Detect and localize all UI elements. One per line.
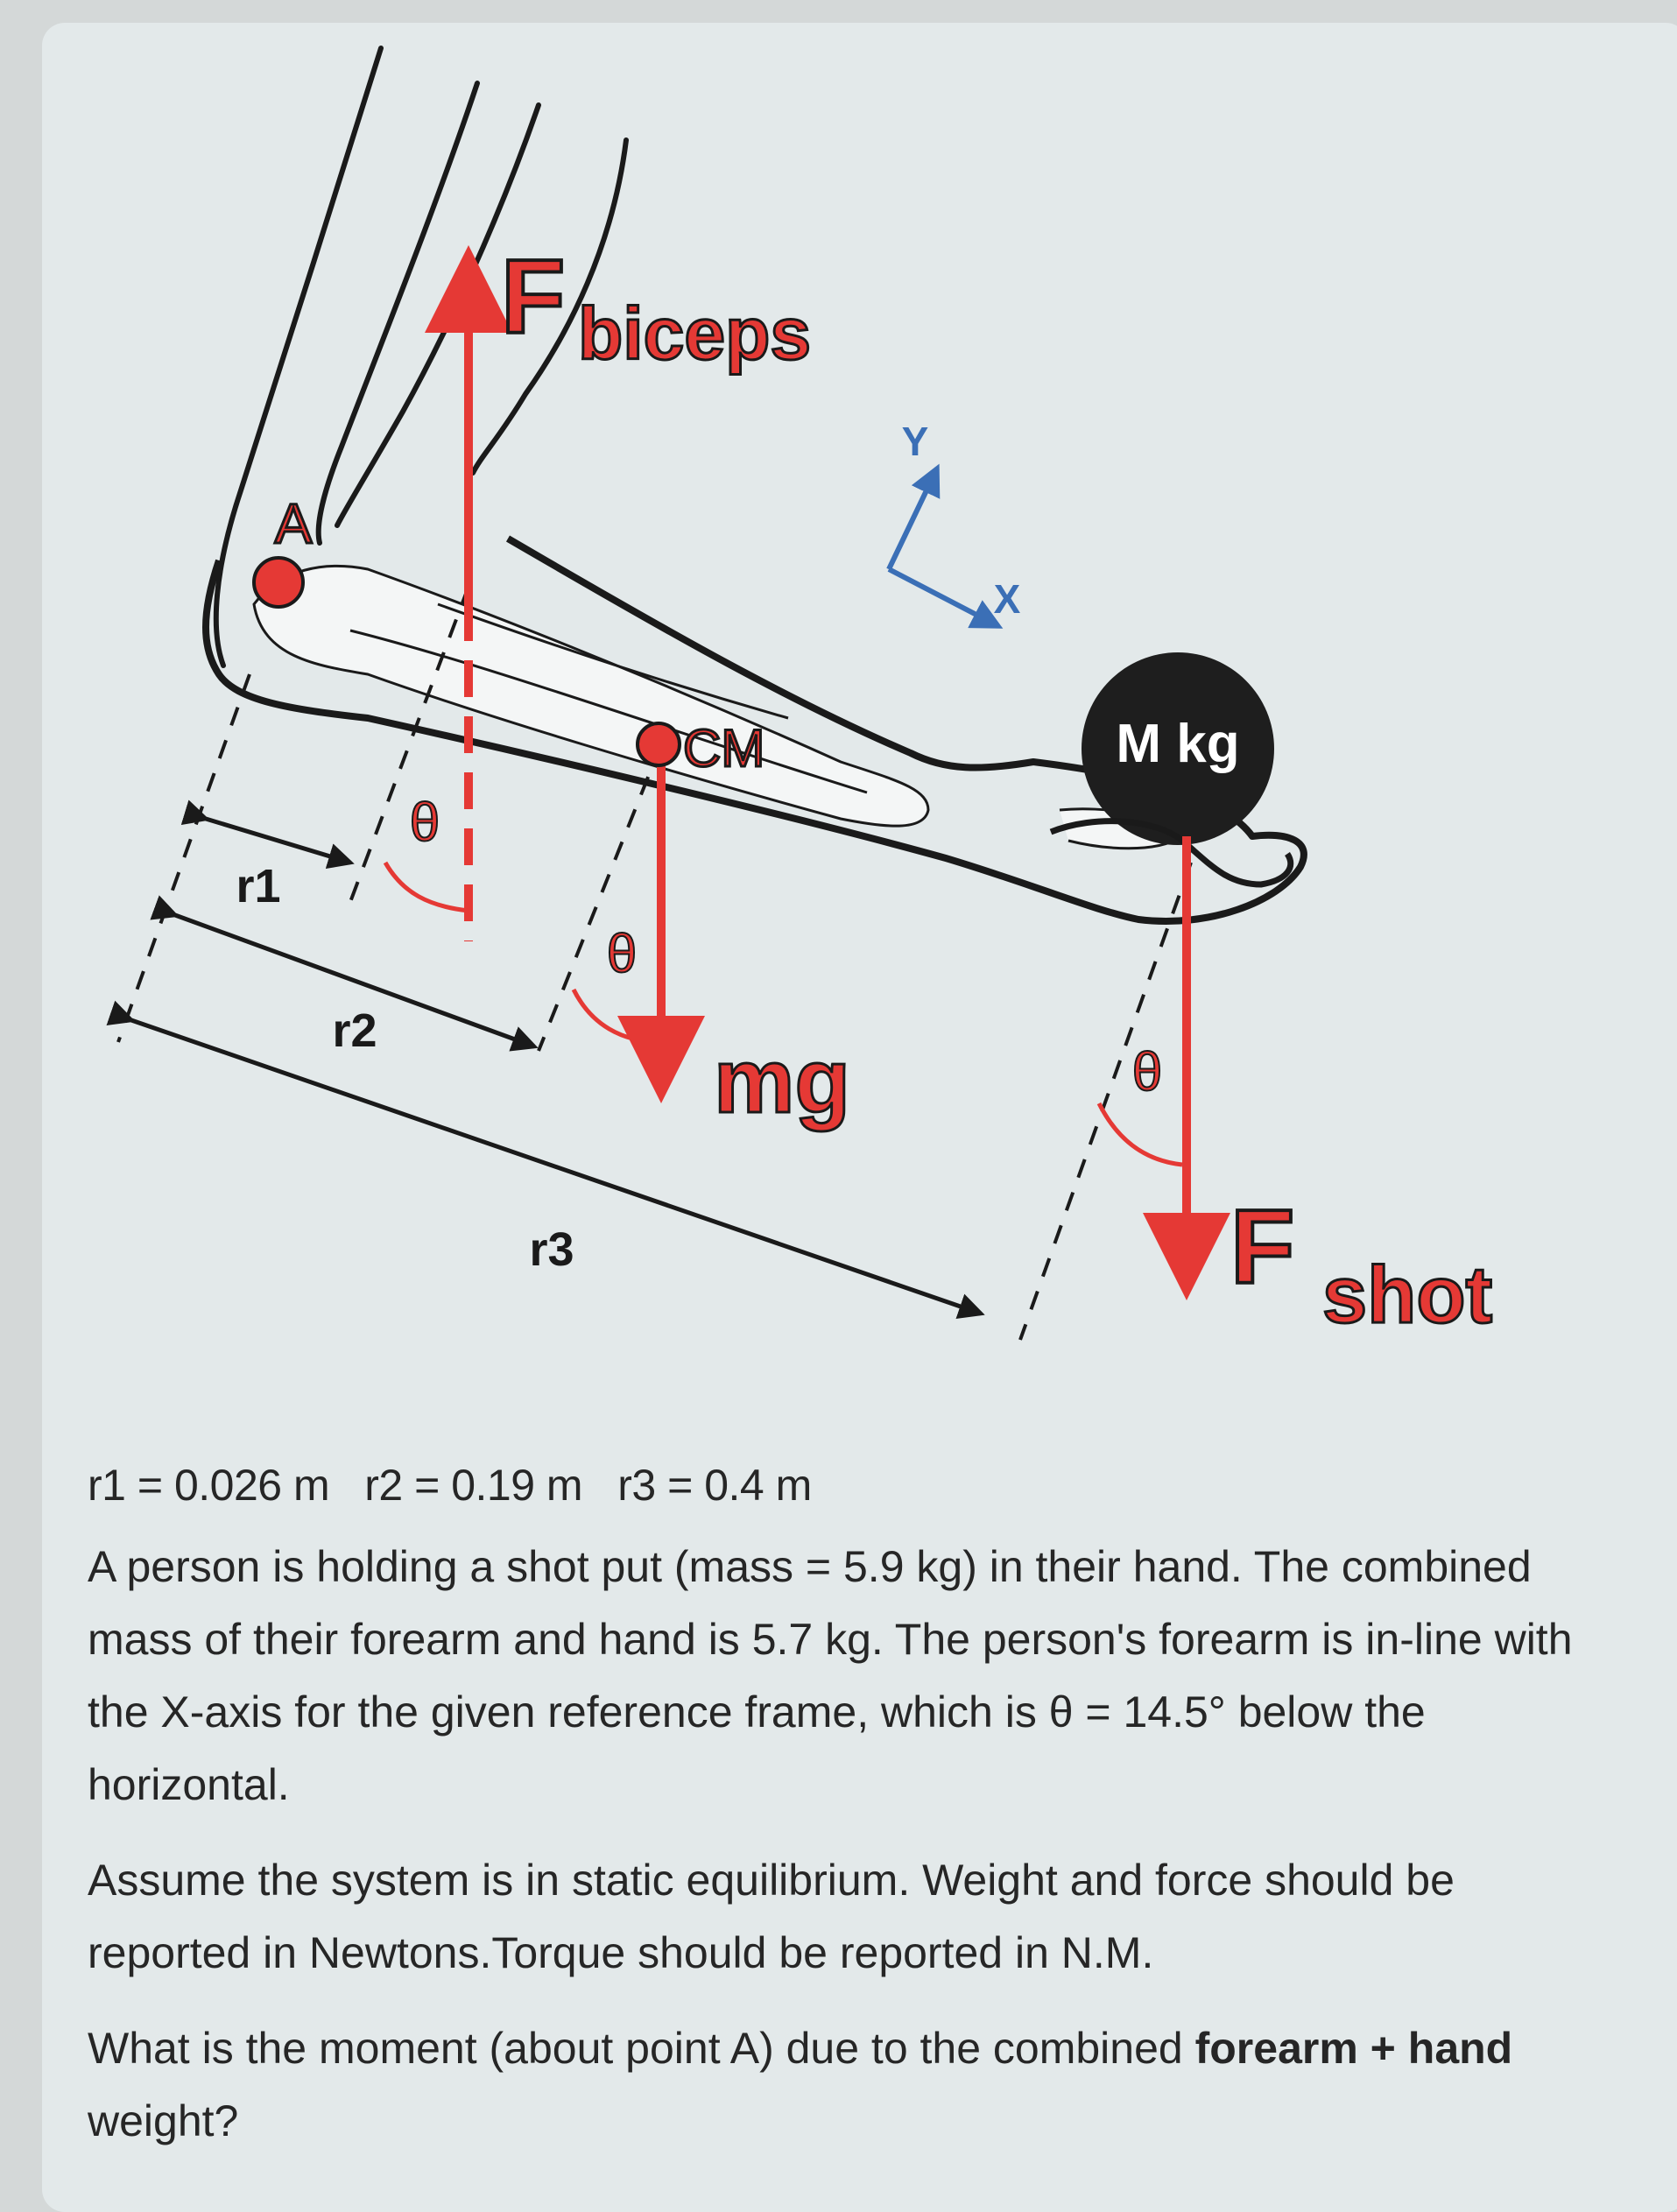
theta-label-shot: θ <box>1132 1042 1162 1102</box>
question: What is the moment (about point A) due t… <box>88 2012 1673 2158</box>
forearm-free-body-diagram: A F biceps Y X CM M kg θ θ θ r1 r2 r3 mg… <box>106 46 1494 1342</box>
r1-label: r1 <box>236 860 280 912</box>
axis-x-label: X <box>994 576 1021 622</box>
biceps-subscript: biceps <box>578 292 811 375</box>
statement-line: A person is holding a shot put (mass = 5… <box>88 1542 1532 1591</box>
axis-indicator <box>886 463 1004 629</box>
point-a-label: A <box>275 492 313 555</box>
cm-marker <box>636 722 681 767</box>
problem-statement: A person is holding a shot put (mass = 5… <box>88 1531 1673 1821</box>
perpendicular-dashed-lines <box>116 586 1193 1341</box>
point-a-marker <box>252 556 305 609</box>
theta-label-biceps: θ <box>410 793 440 853</box>
question-end: weight? <box>88 2096 239 2145</box>
assumptions: Assume the system is in static equilibri… <box>88 1844 1673 1990</box>
statement-line: mass of their forearm and hand is 5.7 kg… <box>88 1615 1573 1664</box>
palm-overlay <box>1049 818 1294 888</box>
biceps-force-label: F <box>501 238 565 356</box>
forearm-bones <box>252 564 1185 850</box>
question-text: What is the moment (about point A) due t… <box>88 2024 1195 2073</box>
mg-label: mg <box>714 1031 850 1132</box>
shot-force-label: F <box>1230 1188 1294 1306</box>
statement-line: horizontal. <box>88 1760 290 1809</box>
forearm-outline <box>202 535 1307 925</box>
mass-label: M kg <box>1116 714 1239 774</box>
r2-label: r2 <box>332 1004 377 1057</box>
question-bold: forearm + hand <box>1194 2024 1513 2073</box>
statement-line: the X-axis for the given reference frame… <box>88 1687 1426 1736</box>
assumption-line: reported in Newtons.Torque should be rep… <box>88 1928 1154 1977</box>
axis-y-label: Y <box>902 419 929 464</box>
cm-label: CM <box>683 719 765 778</box>
r1-arrow <box>180 800 355 870</box>
theta-label-mg: θ <box>607 924 637 984</box>
radius-values: r1 = 0.026 m r2 = 0.19 m r3 = 0.4 m <box>88 1461 812 1510</box>
distance-arrows <box>106 800 985 1320</box>
shot-subscript: shot <box>1322 1250 1492 1340</box>
shot-put-ball <box>1082 652 1274 845</box>
r3-label: r3 <box>529 1223 574 1276</box>
problem-text: r1 = 0.026 m r2 = 0.19 m r3 = 0.4 m A pe… <box>88 1449 1673 2180</box>
question-line: What is the moment (about point A) due t… <box>88 2012 1673 2085</box>
r3-arrow <box>106 1000 985 1320</box>
assumption-line: Assume the system is in static equilibri… <box>88 1856 1455 1905</box>
upper-arm-outline <box>213 46 629 668</box>
